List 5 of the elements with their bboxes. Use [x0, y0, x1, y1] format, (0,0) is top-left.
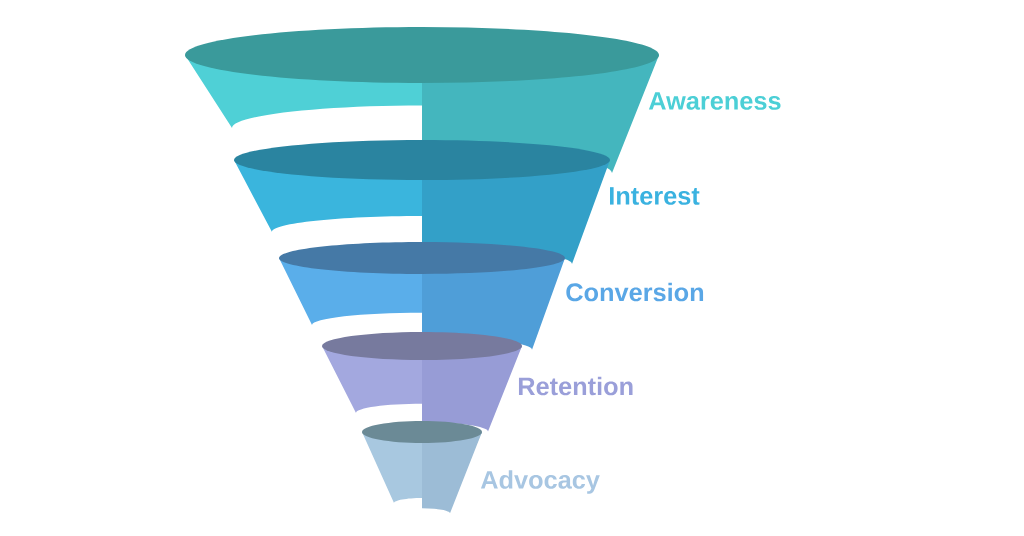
stage-label: Conversion [566, 282, 704, 302]
stage-label: Retention [518, 376, 633, 396]
stage-label: Advocacy [480, 470, 600, 494]
stage-label: Interest [609, 187, 700, 205]
stage-label: Awareness [648, 92, 781, 110]
